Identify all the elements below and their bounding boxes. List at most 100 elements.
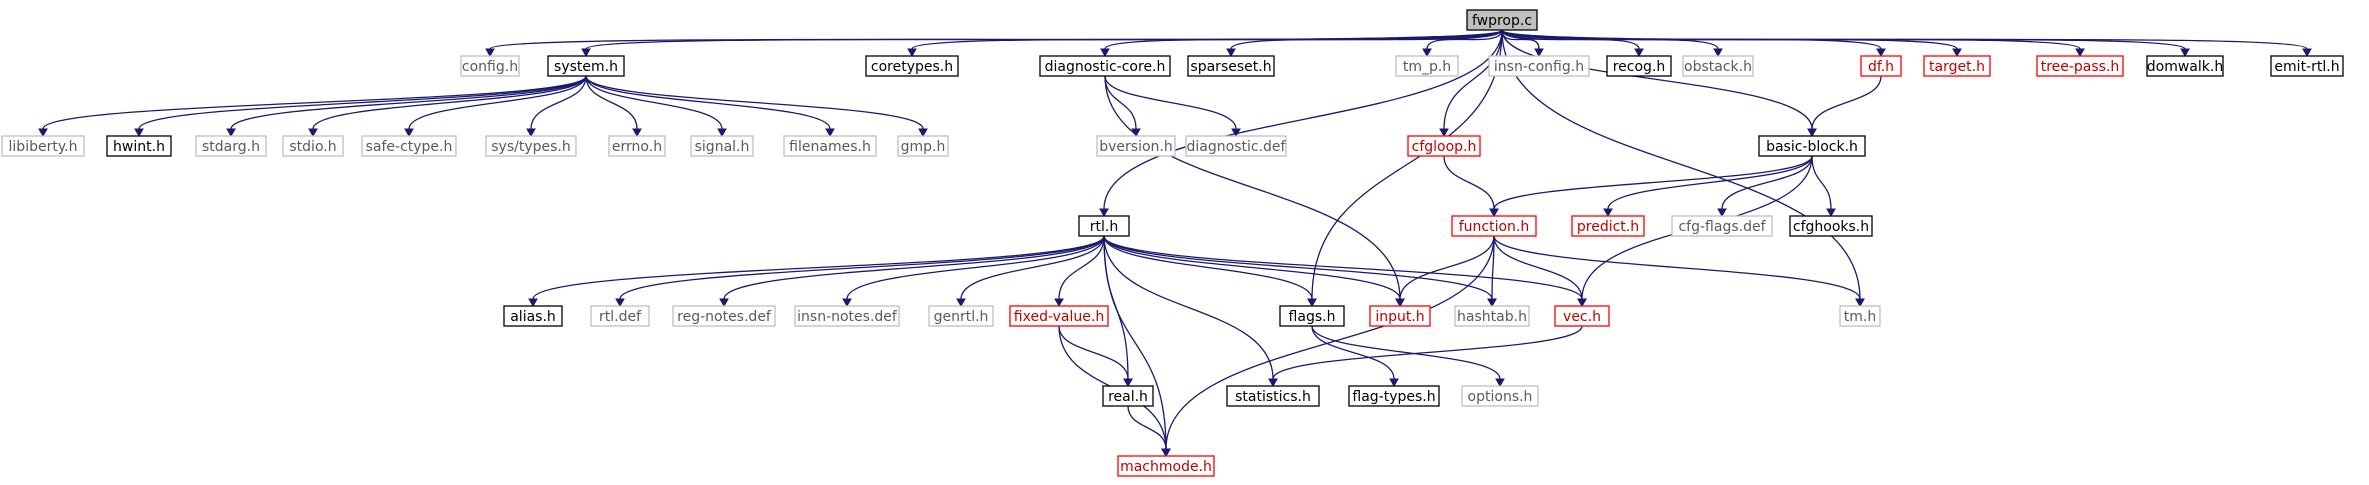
edge-fwprop-to-target [1501,29,1962,58]
node-config[interactable]: config.h [460,55,520,77]
edge-diagcore-to-input [1104,75,1405,308]
node-label: cfgloop.h [1412,139,1477,155]
node-diagdef[interactable]: diagnostic.def [1185,135,1287,157]
node-hashtab[interactable]: hashtab.h [1454,305,1530,327]
edge-fwprop-to-coretypes [907,29,1503,58]
arrowhead [528,298,538,308]
node-label: statistics.h [1235,389,1311,405]
node-label: tm_p.h [1403,59,1451,75]
node-df[interactable]: df.h [1860,55,1902,77]
edge-fwprop-to-rtl [1099,29,1503,218]
node-errno[interactable]: errno.h [608,135,666,157]
node-hwint[interactable]: hwint.h [106,135,172,157]
edge-fwprop-to-treepass [1501,29,2085,58]
edge-fwprop-to-obstack [1501,29,1723,58]
node-emitrtl[interactable]: emit-rtl.h [2270,55,2344,77]
node-statistics[interactable]: statistics.h [1226,385,1320,407]
node-safectype[interactable]: safe-ctype.h [361,135,457,157]
node-stdio[interactable]: stdio.h [282,135,344,157]
node-function[interactable]: function.h [1451,215,1537,237]
node-label: diagnostic.def [1187,139,1287,155]
node-machmode[interactable]: machmode.h [1117,455,1215,477]
node-alias[interactable]: alias.h [503,305,563,327]
node-real[interactable]: real.h [1102,385,1154,407]
node-label: config.h [462,59,518,75]
node-label: sparseset.h [1190,59,1271,75]
node-label: coretypes.h [871,59,953,75]
edge-function-to-hashtab [1487,235,1497,308]
arrowhead [1100,48,1110,58]
edge-system-to-errno [585,75,642,138]
node-label: system.h [554,59,618,75]
edge-cfgloop-to-function [1443,155,1499,218]
arrowhead [404,128,414,138]
node-insnnotes[interactable]: insn-notes.def [794,305,900,327]
edge-real-to-machmode [1127,405,1171,458]
node-label: insn-notes.def [797,309,898,325]
node-flagtypes[interactable]: flag-types.h [1348,385,1440,407]
node-diagcore[interactable]: diagnostic-core.h [1039,55,1171,77]
node-label: emit-rtl.h [2274,59,2339,75]
edge-system-to-safectype [404,75,587,138]
node-label: df.h [1868,59,1894,75]
node-bversion[interactable]: bversion.h [1096,135,1176,157]
arrowhead [1952,48,1962,58]
node-insnconfig[interactable]: insn-config.h [1488,55,1590,77]
edge-system-to-stdio [308,75,587,138]
arrowhead [1495,378,1505,388]
node-libiberty[interactable]: libiberty.h [1,135,85,157]
arrowhead [825,128,835,138]
arrowhead [1439,128,1449,138]
arrowhead [918,128,928,138]
node-fixedvalue[interactable]: fixed-value.h [1009,305,1109,327]
node-filenames[interactable]: filenames.h [783,135,877,157]
node-sparseset[interactable]: sparseset.h [1187,55,1275,77]
node-stdarg[interactable]: stdarg.h [195,135,267,157]
node-label: signal.h [695,139,750,155]
arrowhead [2180,48,2190,58]
arrowhead [526,128,536,138]
node-input[interactable]: input.h [1369,305,1431,327]
node-predict[interactable]: predict.h [1571,215,1645,237]
node-genrtl[interactable]: genrtl.h [928,305,994,327]
arrowhead [632,128,642,138]
node-fwprop[interactable]: fwprop.c [1466,9,1538,31]
node-basicblock[interactable]: basic-block.h [1758,135,1866,157]
node-target[interactable]: target.h [1923,55,1991,77]
node-flags[interactable]: flags.h [1279,305,1345,327]
node-label: basic-block.h [1766,139,1858,155]
node-label: genrtl.h [934,309,989,325]
edge-fwprop-to-df [1501,29,1886,58]
node-domwalk[interactable]: domwalk.h [2146,55,2224,77]
edge-rtl-to-machmode [1103,235,1171,458]
node-tmp[interactable]: tm_p.h [1395,55,1459,77]
node-coretypes[interactable]: coretypes.h [865,55,959,77]
edge-fwprop-to-diagcore [1100,29,1503,58]
node-tm[interactable]: tm.h [1839,305,1881,327]
node-cfgloop[interactable]: cfgloop.h [1407,135,1481,157]
node-system[interactable]: system.h [547,55,625,77]
edge-system-to-systypes [526,75,587,138]
edge-system-to-gmp [585,75,928,138]
arrowhead [1489,208,1499,218]
node-gmp[interactable]: gmp.h [897,135,949,157]
edge-fwprop-to-emitrtl [1501,29,2312,58]
node-cfgflags[interactable]: cfg-flags.def [1671,215,1773,237]
node-rtldef[interactable]: rtl.def [590,305,650,327]
node-label: tm.h [1844,309,1876,325]
node-rtl[interactable]: rtl.h [1078,215,1130,237]
node-label: flags.h [1289,309,1336,325]
node-recog[interactable]: recog.h [1606,55,1672,77]
node-label: safe-ctype.h [366,139,453,155]
node-cfghooks[interactable]: cfghooks.h [1789,215,1873,237]
edge-vec-to-statistics [1268,325,1583,388]
edge-basicblock-to-cfgflags [1717,155,1813,218]
node-obstack[interactable]: obstack.h [1682,55,1754,77]
node-treepass[interactable]: tree-pass.h [2036,55,2124,77]
node-systypes[interactable]: sys/types.h [485,135,577,157]
node-options[interactable]: options.h [1461,385,1539,407]
node-vec[interactable]: vec.h [1554,305,1610,327]
node-regnotes[interactable]: reg-notes.def [672,305,776,327]
node-signal[interactable]: signal.h [690,135,754,157]
edge-system-to-stdarg [226,75,587,138]
